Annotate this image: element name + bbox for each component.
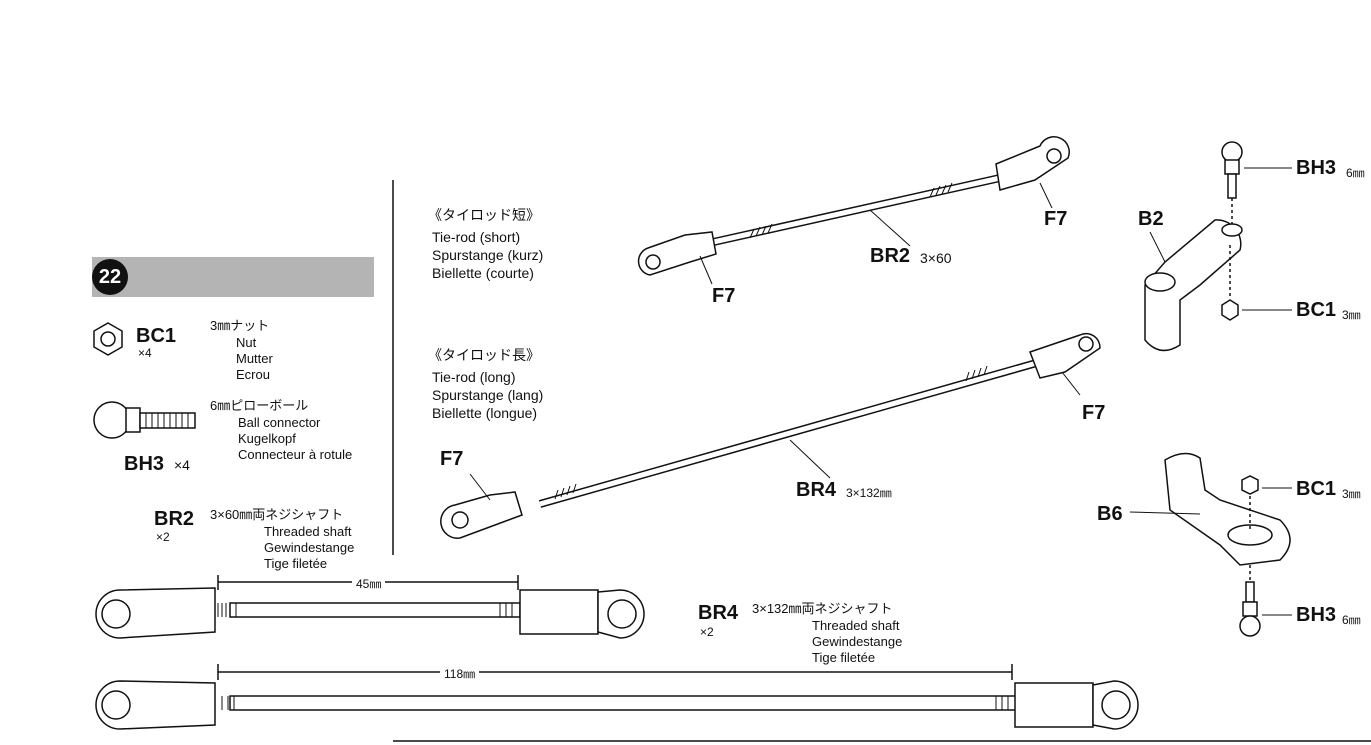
tierod-short-en: Tie-rod (short)	[432, 229, 521, 245]
tierod-long-en: Tie-rod (long)	[432, 369, 516, 385]
br2-qty: ×2	[156, 530, 170, 544]
tierod-long-de: Spurstange (lang)	[432, 387, 544, 403]
br4-en: Threaded shaft	[812, 618, 900, 633]
bc1-code: BC1	[136, 325, 177, 347]
b2-part-label: B2	[1138, 208, 1164, 230]
br2-code: BR2	[154, 508, 195, 530]
bc1-en: Nut	[236, 335, 257, 350]
br2-fullsize-rod	[95, 575, 645, 639]
tierod-short-diagram	[637, 136, 1070, 285]
step-header-bar	[92, 257, 374, 297]
b2-bottom-label: BC1	[1296, 299, 1337, 321]
b2-assembly	[1144, 141, 1292, 352]
tierod-long-rod-size: 3×132㎜	[846, 486, 892, 500]
br4-qty: ×2	[700, 625, 714, 639]
tierod-short-rod-size: 3×60	[920, 250, 952, 266]
bh3-en: Ball connector	[238, 415, 321, 430]
b6-part-label: B6	[1097, 503, 1123, 525]
step-number: 22	[92, 259, 128, 295]
tierod-short-rod-code: BR2	[870, 245, 911, 267]
b6-top-size: 3㎜	[1342, 487, 1361, 501]
bh3-fr: Connecteur à rotule	[238, 447, 353, 462]
br4-de: Gewindestange	[812, 634, 903, 649]
br2-jp: 3×60㎜両ネジシャフト	[210, 507, 344, 522]
tierod-short-end-left: F7	[712, 285, 736, 307]
br2-dimension: 45㎜	[352, 575, 386, 592]
tierod-short-jp: 《タイロッド短》	[428, 207, 540, 223]
bh3-code: BH3	[124, 453, 165, 475]
ball-connector-icon	[93, 401, 196, 439]
br4-fr: Tige filetée	[812, 650, 876, 665]
bc1-jp: 3㎜ナット	[210, 318, 270, 333]
b2-top-label: BH3	[1296, 157, 1337, 179]
bc1-de: Mutter	[236, 351, 273, 366]
tierod-long-diagram	[440, 332, 1101, 539]
bc1-qty: ×4	[138, 346, 152, 360]
b6-top-label: BC1	[1296, 478, 1337, 500]
br2-fr: Tige filetée	[264, 556, 328, 571]
tierod-long-end-right: F7	[1082, 402, 1106, 424]
br4-jp: 3×132㎜両ネジシャフト	[752, 601, 893, 616]
tierod-short-de: Spurstange (kurz)	[432, 247, 544, 263]
b6-bottom-label: BH3	[1296, 604, 1337, 626]
bh3-qty: ×4	[174, 457, 190, 473]
bh3-jp: 6㎜ピローボール	[210, 398, 309, 413]
bc1-fr: Ecrou	[236, 367, 270, 382]
tierod-short-end-right: F7	[1044, 208, 1068, 230]
tierod-long-jp: 《タイロッド長》	[428, 347, 540, 363]
bh3-de: Kugelkopf	[238, 431, 296, 446]
b6-bottom-size: 6㎜	[1342, 613, 1361, 627]
tierod-long-end-left: F7	[440, 448, 464, 470]
nut-icon	[93, 322, 123, 356]
b2-bottom-size: 3㎜	[1342, 308, 1361, 322]
br4-code: BR4	[698, 602, 739, 624]
br4-fullsize-rod	[95, 664, 1139, 730]
br4-dimension: 118㎜	[440, 665, 480, 682]
tierod-long-rod-code: BR4	[796, 479, 837, 501]
b2-top-size: 6㎜	[1346, 166, 1365, 180]
br2-de: Gewindestange	[264, 540, 355, 555]
tierod-long-fr: Biellette (longue)	[432, 405, 538, 421]
br2-en: Threaded shaft	[264, 524, 352, 539]
b6-assembly	[1129, 452, 1292, 637]
tierod-short-fr: Biellette (courte)	[432, 265, 534, 281]
